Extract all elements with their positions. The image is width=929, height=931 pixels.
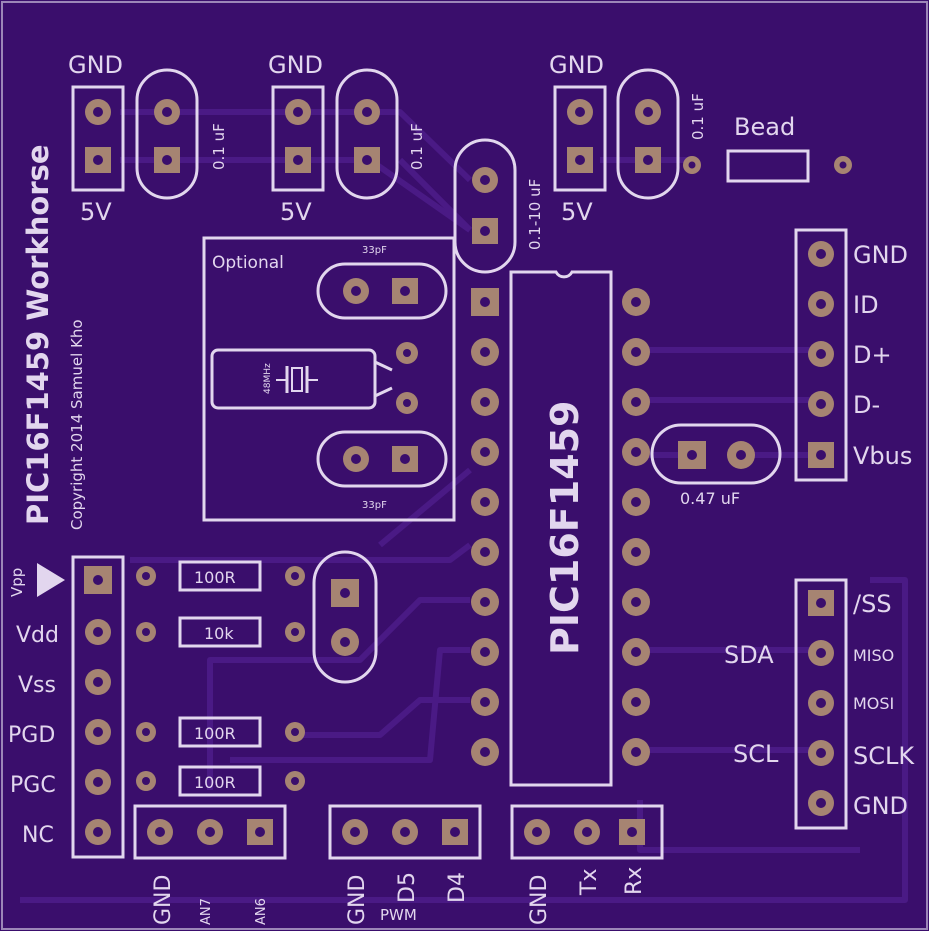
copyright-text: Copyright 2014 Samuel Kho <box>68 319 86 530</box>
chip-left-pins <box>471 288 499 766</box>
usb-pin-label: D- <box>853 391 880 419</box>
bottom-pin-label: GND <box>527 875 552 925</box>
usb-pin-label: Vbus <box>853 442 912 470</box>
power-header-3-top-label: GND <box>549 51 604 79</box>
resistor-label: 100R <box>194 568 236 587</box>
optional-crystal-block: Optional 33pF 48MHz 33pF <box>202 236 456 522</box>
chip-right-pins <box>622 288 650 766</box>
bulk-capacitor: 0.1-10 uF <box>453 138 544 274</box>
power-header-1-cap-label: 0.1 uF <box>210 123 228 170</box>
power-header-3: GND 5V 0.1 uF <box>549 51 707 226</box>
pwm-caption: PWM <box>380 906 417 924</box>
usb-pin-label: GND <box>853 241 908 269</box>
pic-chip: PIC16F1459 <box>471 270 650 787</box>
icsp-pin-label: Vss <box>18 673 56 698</box>
spi-pin-label: MOSI <box>853 694 894 713</box>
bottom-pin-label: D5 <box>395 872 420 903</box>
icsp-header: Vpp Vdd Vss PGD PGC NC <box>8 555 125 859</box>
bottom-header-analog: GND AN7 AN6 <box>133 804 287 925</box>
spi-pin-label: GND <box>853 792 908 820</box>
bottom-pin-label: AN7 <box>199 898 214 925</box>
bulk-cap-label: 0.1-10 uF <box>526 179 544 250</box>
power-header-2: GND 5V 0.1 uF <box>268 51 426 226</box>
crystal-cap-bottom-label: 33pF <box>362 500 387 511</box>
power-header-3-cap-label: 0.1 uF <box>689 93 707 140</box>
sda-label: SDA <box>724 641 774 669</box>
icsp-pin-label: PGD <box>8 723 55 748</box>
bead-label: Bead <box>734 113 795 141</box>
power-header-2-bottom-label: 5V <box>280 198 312 226</box>
crystal-cap-top-label: 33pF <box>362 245 387 256</box>
vusb-cap-label: 0.47 uF <box>680 489 740 508</box>
bottom-pin-label: Tx <box>577 869 602 896</box>
usb-pin-label: ID <box>853 291 879 319</box>
scl-label: SCL <box>733 740 779 768</box>
ferrite-bead: Bead <box>683 113 852 183</box>
resistor-label: 10k <box>204 624 234 643</box>
bottom-pin-label: Rx <box>622 867 647 895</box>
optional-label: Optional <box>212 253 284 273</box>
icsp-pin-label: PGC <box>10 773 56 798</box>
bottom-pin-label: AN6 <box>254 898 269 925</box>
power-header-2-top-label: GND <box>268 51 323 79</box>
bottom-pin-label: D4 <box>445 872 470 903</box>
resistor-label: 100R <box>194 724 236 743</box>
usb-header: GND ID D+ D- Vbus <box>794 228 912 482</box>
spi-pin-label: /SS <box>853 590 892 618</box>
icsp-pin-label: Vpp <box>8 568 26 597</box>
usb-pin-label: D+ <box>853 341 892 369</box>
spi-header: /SS MISO MOSI SCLK GND SDA SCL <box>724 578 915 830</box>
vusb-capacitor: 0.47 uF <box>650 423 782 508</box>
resistors: 100R 10k 100R 100R <box>136 560 305 797</box>
icsp-pin-label: Vdd <box>16 623 59 648</box>
power-header-1: GND 5V 0.1 uF <box>68 51 228 226</box>
power-header-1-bottom-label: 5V <box>80 198 112 226</box>
vdd-capacitor <box>312 550 378 684</box>
spi-pin-label: MISO <box>853 646 894 665</box>
power-header-2-cap-label: 0.1 uF <box>408 123 426 170</box>
board-title: PIC16F1459 Workhorse <box>21 144 55 525</box>
resistor-label: 100R <box>194 773 236 792</box>
icsp-pin-label: NC <box>22 823 54 848</box>
bottom-pin-label: GND <box>345 875 370 925</box>
crystal-label: 48MHz <box>263 363 273 394</box>
bottom-header-pwm: GND D5 D4 PWM <box>328 804 482 925</box>
power-header-1-top-label: GND <box>68 51 123 79</box>
chip-label: PIC16F1459 <box>543 401 587 655</box>
bottom-pin-label: GND <box>151 875 176 925</box>
spi-pin-label: SCLK <box>853 742 915 770</box>
bottom-header-serial: GND Tx Rx <box>510 804 664 925</box>
power-header-3-bottom-label: 5V <box>561 198 593 226</box>
